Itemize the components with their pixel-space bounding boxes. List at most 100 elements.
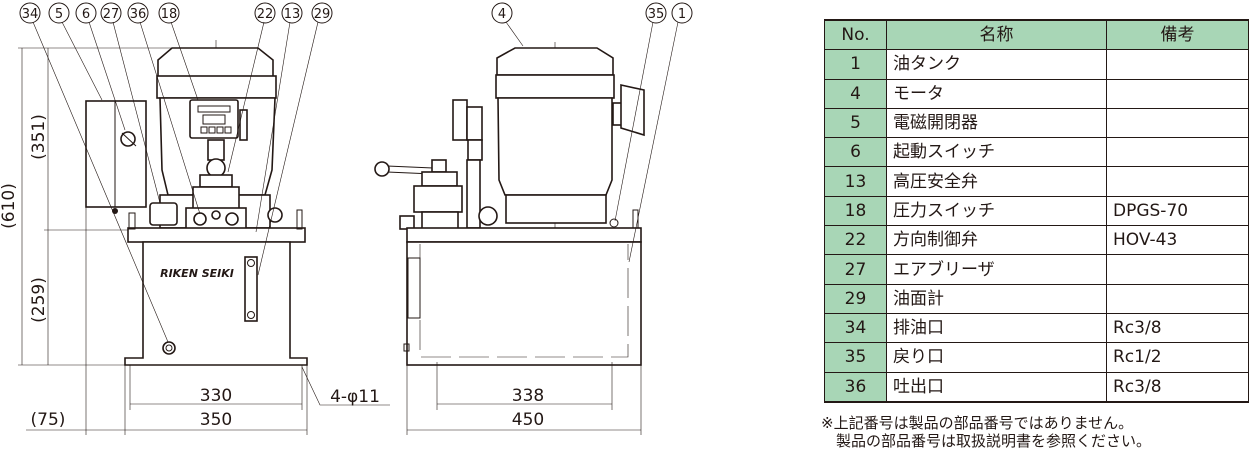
part-number: 4 xyxy=(824,78,887,109)
side-dimension-lines xyxy=(406,362,642,435)
part-note: HOV-43 xyxy=(1106,225,1249,256)
callout-27: 27 xyxy=(103,7,120,22)
pressure-switch-front xyxy=(185,99,248,231)
header-note: 備考 xyxy=(1106,19,1249,51)
top-plate-side xyxy=(406,227,642,243)
footnote-line-2: 製品の部品番号は取扱説明書を参照ください。 xyxy=(836,432,1152,450)
part-number: 29 xyxy=(824,283,887,314)
front-dimension-lines xyxy=(18,47,390,435)
part-number: 18 xyxy=(824,195,887,227)
dim-holes: 4-φ11 xyxy=(330,387,380,407)
part-note xyxy=(1106,283,1249,314)
part-note xyxy=(1106,107,1249,139)
callout-1: 1 xyxy=(678,7,686,22)
hydraulic-unit-drawing: RIKEN SEIKI 34 5 6 27 36 18 22 13 29 xyxy=(0,2,693,435)
part-name: 電磁開閉器 xyxy=(886,107,1107,139)
part-note xyxy=(1106,166,1249,197)
part-number: 1 xyxy=(824,49,887,80)
callout-leaders xyxy=(32,21,319,343)
part-name: 戻り口 xyxy=(886,342,1107,373)
part-note xyxy=(1106,254,1249,285)
part-number: 22 xyxy=(824,225,887,256)
part-number: 13 xyxy=(824,166,887,197)
callout-29: 29 xyxy=(314,7,331,22)
callout-13: 13 xyxy=(284,7,301,22)
header-name: 名称 xyxy=(886,19,1107,51)
callout-4: 4 xyxy=(498,7,506,22)
oil-tank-front xyxy=(124,241,308,366)
callout-22: 22 xyxy=(257,7,274,22)
part-name: 起動スイッチ xyxy=(886,137,1107,168)
footnote-line-1: ※上記番号は製品の部品番号ではありません。 xyxy=(821,414,1134,432)
part-note xyxy=(1106,49,1249,80)
part-number: 6 xyxy=(824,137,887,168)
part-number: 27 xyxy=(824,254,887,285)
dim-259: (259) xyxy=(29,277,49,323)
motor-side xyxy=(495,47,645,224)
part-number: 36 xyxy=(824,371,887,403)
valve-lever-ball xyxy=(374,161,390,177)
part-name: 油面計 xyxy=(886,283,1107,314)
dim-450: 450 xyxy=(512,410,544,430)
dim-338: 338 xyxy=(512,386,544,406)
part-name: 油タンク xyxy=(886,49,1107,80)
part-number: 5 xyxy=(824,107,887,139)
callout-34: 34 xyxy=(22,7,39,22)
callout-5: 5 xyxy=(55,7,63,22)
dim-610: (610) xyxy=(0,183,19,229)
oil-tank-side xyxy=(406,241,642,366)
part-name: 方向制御弁 xyxy=(886,225,1107,256)
dim-330: 330 xyxy=(200,386,232,406)
callout-35: 35 xyxy=(648,7,665,22)
part-name: エアブリーザ xyxy=(886,254,1107,285)
pressure-switch-side xyxy=(452,99,468,141)
header-no: No. xyxy=(824,19,887,51)
side-callout-leaders xyxy=(505,21,679,263)
drain-port xyxy=(162,341,176,355)
part-name: 圧力スイッチ xyxy=(886,195,1107,227)
front-callouts: 34 5 6 27 36 18 22 13 29 xyxy=(19,2,333,24)
brand-label: RIKEN SEIKI xyxy=(160,267,234,280)
part-number: 35 xyxy=(824,342,887,373)
valve-assembly-side xyxy=(374,99,498,230)
side-view: 4 35 1 338 450 xyxy=(374,2,693,435)
dim-75: (75) xyxy=(31,410,66,430)
dim-350: 350 xyxy=(200,410,232,430)
part-note: Rc3/8 xyxy=(1106,371,1249,403)
part-note: Rc1/2 xyxy=(1106,342,1249,373)
callout-18: 18 xyxy=(161,7,178,22)
part-name: モータ xyxy=(886,78,1107,109)
air-breather xyxy=(149,202,178,226)
part-name: 高圧安全弁 xyxy=(886,166,1107,197)
part-note: DPGS-70 xyxy=(1106,195,1249,227)
table-header-row: No. 名称 備考 xyxy=(824,19,1249,51)
callout-36: 36 xyxy=(130,7,147,22)
part-note xyxy=(1106,78,1249,109)
footnote: ※上記番号は製品の部品番号ではありません。 製品の部品番号は取扱説明書を参照くだ… xyxy=(821,414,1252,450)
part-name: 排油口 xyxy=(886,312,1107,344)
oil-level-gauge xyxy=(244,256,258,322)
front-view: RIKEN SEIKI 34 5 6 27 36 18 22 13 29 xyxy=(0,2,390,435)
electrical-box xyxy=(85,100,178,226)
part-note xyxy=(1106,137,1249,168)
top-plate xyxy=(127,227,306,243)
side-callouts: 4 35 1 xyxy=(491,2,693,24)
part-note: Rc3/8 xyxy=(1106,312,1249,344)
dim-351: (351) xyxy=(29,114,49,160)
callout-6: 6 xyxy=(82,7,90,22)
part-name: 吐出口 xyxy=(886,371,1107,403)
part-number: 34 xyxy=(824,312,887,344)
